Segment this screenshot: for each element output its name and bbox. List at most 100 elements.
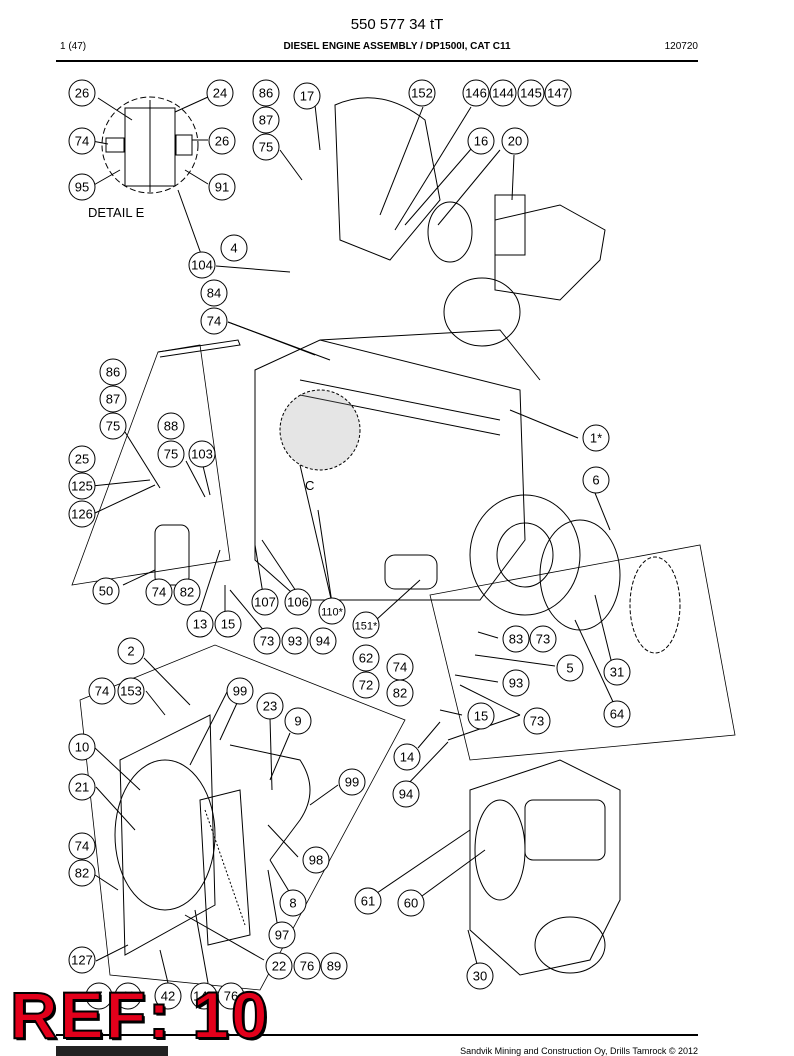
- callout-number: 91: [215, 180, 229, 195]
- callout-number: 147: [547, 86, 569, 101]
- callout-number: 4: [230, 241, 237, 256]
- callout-balloon: [603, 658, 631, 686]
- callout-97: 97: [268, 921, 296, 949]
- callout-number: 86: [259, 86, 273, 101]
- callout-number: 26: [75, 86, 89, 101]
- callout-balloon: [502, 625, 530, 653]
- callout-number: 14: [400, 750, 414, 765]
- callout-balloon: [88, 677, 116, 705]
- callout-number: 75: [106, 419, 120, 434]
- callout-balloon: [145, 578, 173, 606]
- callout-balloon: [68, 859, 96, 887]
- callout-number: 76: [300, 959, 314, 974]
- callout-number: 93: [509, 676, 523, 691]
- callout-number: 84: [207, 286, 221, 301]
- callout-number: 9: [294, 714, 301, 729]
- callout-number: 73: [530, 714, 544, 729]
- callout-number: 104: [191, 258, 213, 273]
- callout-balloon: [320, 952, 348, 980]
- callout-number: 42: [161, 989, 175, 1004]
- callout-94: 94: [309, 627, 337, 655]
- callout-103: 103: [188, 440, 216, 468]
- callout-number: 94: [399, 787, 413, 802]
- callout-balloon: [529, 625, 557, 653]
- callout-balloon: [68, 127, 96, 155]
- callout-number: 83: [509, 632, 523, 647]
- callout-74: 74: [68, 127, 96, 155]
- callout-balloon: [85, 982, 113, 1010]
- callout-6: 6: [582, 466, 610, 494]
- callout-62: 62: [352, 644, 380, 672]
- callout-number: 87: [259, 113, 273, 128]
- callout-number: 30: [473, 969, 487, 984]
- callout-number: 74: [75, 134, 89, 149]
- callout-balloon: [206, 79, 234, 107]
- callout-number: 22: [272, 959, 286, 974]
- callout-number: 126: [71, 507, 93, 522]
- callout-number: 95: [75, 180, 89, 195]
- callout-number: 93: [288, 634, 302, 649]
- callout-number: 2: [127, 644, 134, 659]
- callout-balloon: [117, 677, 145, 705]
- callout-number: 41: [121, 989, 135, 1004]
- callout-balloon: [226, 677, 254, 705]
- callout-balloon: [502, 669, 530, 697]
- callout-14: 14: [393, 743, 421, 771]
- callout-72: 72: [352, 671, 380, 699]
- callout-balloon: [501, 127, 529, 155]
- callout-balloon: [99, 385, 127, 413]
- callout-number: 144: [492, 86, 514, 101]
- callout-91: 91: [208, 173, 236, 201]
- callout-number: 125: [71, 479, 93, 494]
- callout-balloon: [338, 768, 366, 796]
- callout-2: 2: [117, 637, 145, 665]
- callout-number: 86: [106, 365, 120, 380]
- callout-balloon: [157, 412, 185, 440]
- callout-balloon: [173, 578, 201, 606]
- callout-50: 50: [92, 577, 120, 605]
- page-indicator: 1 (47): [60, 41, 87, 52]
- callout-7: 7: [85, 982, 113, 1010]
- callout-75: 75: [99, 412, 127, 440]
- footer-divider: [56, 1034, 698, 1036]
- callout-86: 86: [99, 358, 127, 386]
- document-number: 550 577 34 tT: [350, 16, 444, 33]
- callout-balloon: [68, 472, 96, 500]
- callout-balloon: [188, 251, 216, 279]
- callout-86: 86: [252, 79, 280, 107]
- callout-number: 106: [287, 595, 309, 610]
- callout-balloon: [467, 702, 495, 730]
- callout-number: 8: [289, 896, 296, 911]
- callout-74: 74: [200, 307, 228, 335]
- callout-95: 95: [68, 173, 96, 201]
- callout-126: 126: [68, 500, 96, 528]
- callout-42: 42: [154, 982, 182, 1010]
- callout-number: 74: [393, 660, 407, 675]
- callout-4: 4: [220, 234, 248, 262]
- callout-75: 75: [252, 133, 280, 161]
- callout-balloon: [208, 173, 236, 201]
- sandvik-logo: [56, 1046, 168, 1056]
- callout-balloon: [393, 743, 421, 771]
- callout-146: 146: [462, 79, 490, 107]
- callout-number: 74: [207, 314, 221, 329]
- callout-balloon: [200, 307, 228, 335]
- callout-balloon: [466, 962, 494, 990]
- callout-number: 25: [75, 452, 89, 467]
- callout-balloon: [582, 466, 610, 494]
- callout-balloon: [352, 644, 380, 672]
- callout-balloon: [318, 597, 346, 625]
- callout-balloon: [214, 610, 242, 638]
- callout-number: 146: [465, 86, 487, 101]
- callout-104: 104: [188, 251, 216, 279]
- callout-balloon: [186, 610, 214, 638]
- callout-balloon: [265, 952, 293, 980]
- callout-99: 99: [338, 768, 366, 796]
- callout-147: 147: [544, 79, 572, 107]
- callout-number: 73: [260, 634, 274, 649]
- callout-64: 64: [603, 700, 631, 728]
- callout-balloon: [154, 982, 182, 1010]
- callout-82: 82: [386, 679, 414, 707]
- page-title: DIESEL ENGINE ASSEMBLY / DP1500I, CAT C1…: [283, 41, 511, 52]
- callout-balloon: [284, 588, 312, 616]
